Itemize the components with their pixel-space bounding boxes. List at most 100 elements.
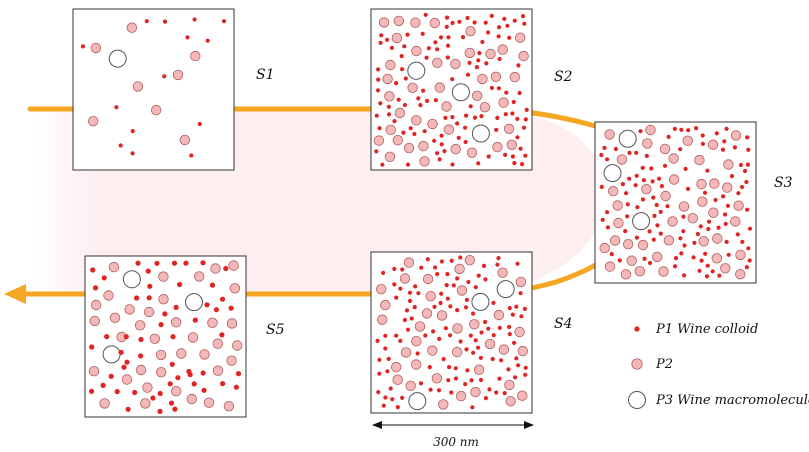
p2-particle — [199, 349, 210, 360]
p1-colloid — [703, 251, 708, 256]
p2-particle — [212, 338, 224, 349]
p1-colloid — [157, 408, 163, 414]
p1-colloid — [655, 223, 660, 228]
p2-particle — [599, 242, 610, 254]
p1-colloid — [473, 285, 478, 290]
p1-colloid — [187, 372, 193, 378]
p2-particle — [422, 273, 434, 285]
p2-particle — [498, 344, 510, 355]
p1-colloid — [424, 55, 429, 60]
p1-colloid — [80, 44, 85, 49]
p2-particle — [108, 261, 120, 273]
p1-colloid — [507, 306, 512, 311]
p2-particle — [485, 48, 496, 60]
p1-colloid — [383, 395, 388, 400]
p1-colloid — [638, 129, 643, 134]
p2-particle — [150, 104, 162, 116]
p1-colloid — [652, 213, 657, 218]
p1-colloid — [658, 231, 663, 236]
p1-colloid — [599, 152, 604, 158]
p1-colloid — [698, 224, 703, 229]
p1-colloid — [183, 260, 189, 266]
p1-colloid — [746, 147, 751, 152]
p1-colloid — [432, 138, 437, 143]
p1-colloid — [89, 388, 95, 394]
p1-colloid — [681, 229, 686, 234]
p1-colloid — [450, 20, 455, 26]
p1-colloid — [172, 406, 178, 412]
p1-colloid — [514, 304, 519, 309]
p1-colloid — [200, 260, 206, 266]
p2-particle — [207, 317, 218, 329]
p1-colloid — [445, 272, 450, 277]
p1-colloid — [625, 214, 630, 219]
p1-colloid — [465, 72, 471, 77]
p1-colloid — [483, 319, 488, 325]
p1-colloid — [673, 256, 679, 261]
p1-colloid — [409, 316, 414, 321]
p1-colloid — [484, 61, 489, 66]
p1-colloid — [736, 191, 741, 196]
p2-particle — [641, 183, 652, 195]
p1-colloid — [173, 304, 179, 310]
p1-colloid — [427, 365, 432, 370]
p1-colloid — [390, 397, 395, 402]
p1-colloid — [605, 157, 610, 162]
p1-colloid — [213, 307, 219, 313]
p2-particle — [604, 129, 615, 140]
p2-particle — [384, 151, 396, 163]
p2-particle — [730, 216, 741, 227]
p2-particle — [411, 336, 422, 347]
legend-p1-label: P1 Wine colloid — [655, 322, 758, 337]
p1-colloid — [132, 389, 138, 396]
p1-colloid — [486, 30, 491, 35]
p1-colloid — [168, 400, 175, 406]
p3-macromolecule — [108, 49, 127, 68]
p1-colloid — [167, 381, 173, 387]
p1-colloid — [720, 147, 726, 152]
p1-colloid — [435, 151, 440, 156]
p1-colloid — [496, 34, 501, 39]
p1-colloid — [402, 317, 407, 323]
p1-colloid — [433, 40, 438, 45]
p1-colloid — [466, 279, 471, 285]
p2-particle — [89, 315, 100, 327]
p1-colloid — [418, 103, 423, 108]
p1-colloid — [745, 135, 750, 140]
p1-colloid — [423, 333, 428, 338]
p1-colloid — [437, 336, 442, 341]
p1-colloid — [524, 107, 529, 112]
p3-macromolecule — [407, 61, 426, 80]
p1-colloid — [504, 90, 509, 95]
p1-colloid — [686, 128, 691, 133]
p1-colloid — [154, 260, 160, 266]
p1-colloid — [394, 81, 399, 86]
p1-colloid — [223, 265, 229, 272]
p1-colloid — [394, 333, 399, 338]
p3-macromolecule — [632, 212, 651, 231]
p1-colloid — [405, 32, 410, 37]
p2-particle — [392, 374, 403, 385]
p2-particle — [376, 284, 387, 295]
p3-macromolecule — [603, 164, 622, 183]
p1-colloid — [634, 150, 639, 155]
p1-colloid — [716, 225, 721, 230]
p3-macromolecule — [496, 280, 515, 299]
p1-colloid — [465, 368, 470, 373]
legend: P1 Wine colloid P2 P3 Wine macromolecule — [628, 322, 809, 409]
p2-particle — [682, 135, 694, 147]
p1-colloid — [453, 376, 459, 381]
p1-colloid — [523, 365, 528, 370]
p1-colloid — [647, 260, 653, 266]
p1-colloid — [407, 298, 413, 303]
p1-colloid — [724, 126, 729, 131]
p1-colloid — [649, 166, 654, 171]
p1-colloid — [516, 63, 521, 68]
p2-particle — [509, 71, 521, 83]
p1-colloid — [441, 357, 446, 362]
p2-particle — [517, 390, 528, 401]
legend-p2-label: P2 — [655, 357, 673, 372]
stage-box-s3 — [594, 121, 757, 284]
p2-particle — [637, 239, 649, 251]
p1-colloid — [494, 127, 499, 132]
